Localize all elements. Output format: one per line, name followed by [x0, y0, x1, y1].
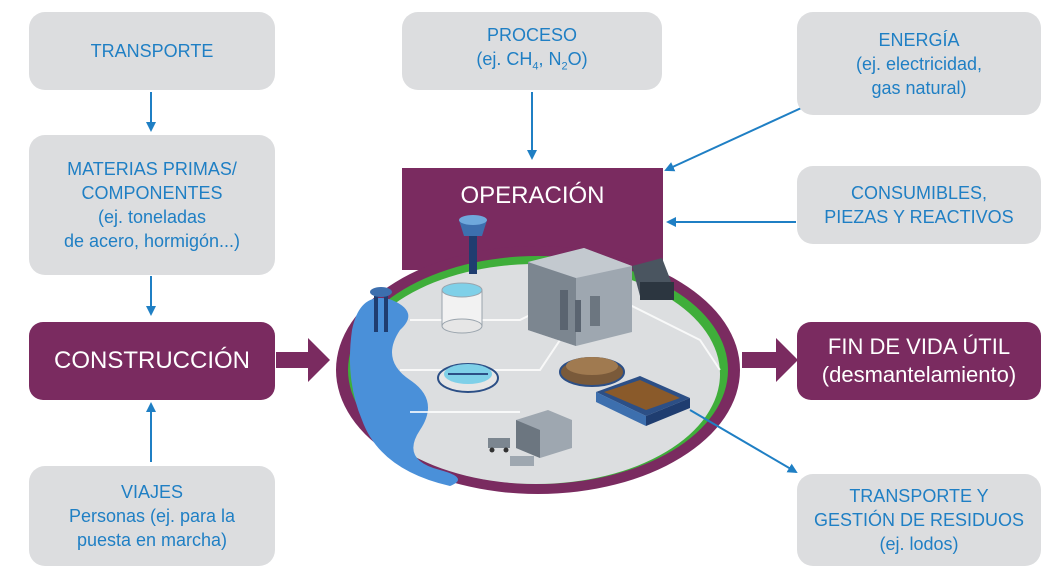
arrow-operacion-residuos	[689, 409, 798, 474]
fin-vida-line-2: (desmantelamiento)	[821, 362, 1017, 387]
operacion-label: OPERACIÓN	[460, 182, 605, 209]
arrow-construccion-operacion	[276, 338, 330, 382]
plant-building-icon	[528, 248, 674, 346]
treatment-basin-icon	[559, 357, 625, 387]
fin-vida-box: FIN DE VIDA ÚTIL (desmantelamiento)	[797, 322, 1041, 400]
materias-line-2: COMPONENTES	[81, 183, 223, 203]
clarifier-tank-icon	[437, 363, 499, 393]
consumibles-line-2: PIEZAS Y REACTIVOS	[824, 207, 1014, 227]
materias-line-3: (ej. toneladas	[97, 207, 207, 227]
residuos-line-1: TRANSPORTE Y	[849, 486, 989, 506]
water-body	[349, 298, 458, 486]
materias-line-1: MATERIAS PRIMAS/	[67, 159, 237, 179]
arrow-operacion-fin	[742, 338, 798, 382]
water-tower-icon	[459, 215, 487, 274]
materias-line-4: de acero, hormigón...)	[63, 231, 241, 251]
sludge-basin-icon	[596, 376, 690, 426]
energia-line-2: (ej. electricidad,	[855, 53, 983, 74]
residuos-box: TRANSPORTE Y GESTIÓN DE RESIDUOS (ej. lo…	[797, 474, 1041, 566]
proceso-line-1: PROCESO	[486, 25, 578, 46]
fin-vida-line-1: FIN DE VIDA ÚTIL	[827, 334, 1011, 359]
intake-tower-icon	[370, 287, 392, 332]
energia-line-1: ENERGÍA	[878, 29, 960, 50]
materias-primas-box: MATERIAS PRIMAS/ COMPONENTES (ej. tonela…	[29, 135, 275, 275]
plant-island	[336, 215, 740, 494]
truck-icon	[488, 438, 534, 466]
viajes-box: VIAJES Personas (ej. para la puesta en m…	[29, 466, 275, 566]
pump-building-icon	[516, 410, 572, 458]
construccion-label: CONSTRUCCIÓN	[54, 347, 250, 374]
operation-tab-shape	[402, 168, 663, 270]
viajes-line-3: puesta en marcha)	[76, 530, 228, 550]
operacion-title: OPERACIÓN	[402, 168, 663, 224]
energia-line-3: gas natural)	[871, 77, 967, 98]
energia-box: ENERGÍA (ej. electricidad, gas natural)	[797, 12, 1041, 115]
proceso-line-2: (ej. CH4, N2O)	[476, 49, 588, 73]
proceso-box: PROCESO (ej. CH4, N2O)	[402, 12, 662, 90]
viajes-line-2: Personas (ej. para la	[68, 506, 236, 526]
transporte-label: TRANSPORTE	[90, 41, 214, 61]
consumibles-box: CONSUMIBLES, PIEZAS Y REACTIVOS	[797, 166, 1041, 244]
transporte-box: TRANSPORTE	[29, 12, 275, 90]
consumibles-line-1: CONSUMIBLES,	[850, 183, 988, 203]
storage-tank-icon	[441, 282, 483, 334]
arrow-energia-operacion	[664, 103, 811, 172]
construccion-box: CONSTRUCCIÓN	[29, 322, 275, 400]
viajes-line-1: VIAJES	[120, 482, 184, 502]
residuos-line-3: (ej. lodos)	[879, 534, 959, 554]
residuos-line-2: GESTIÓN DE RESIDUOS	[813, 510, 1025, 530]
